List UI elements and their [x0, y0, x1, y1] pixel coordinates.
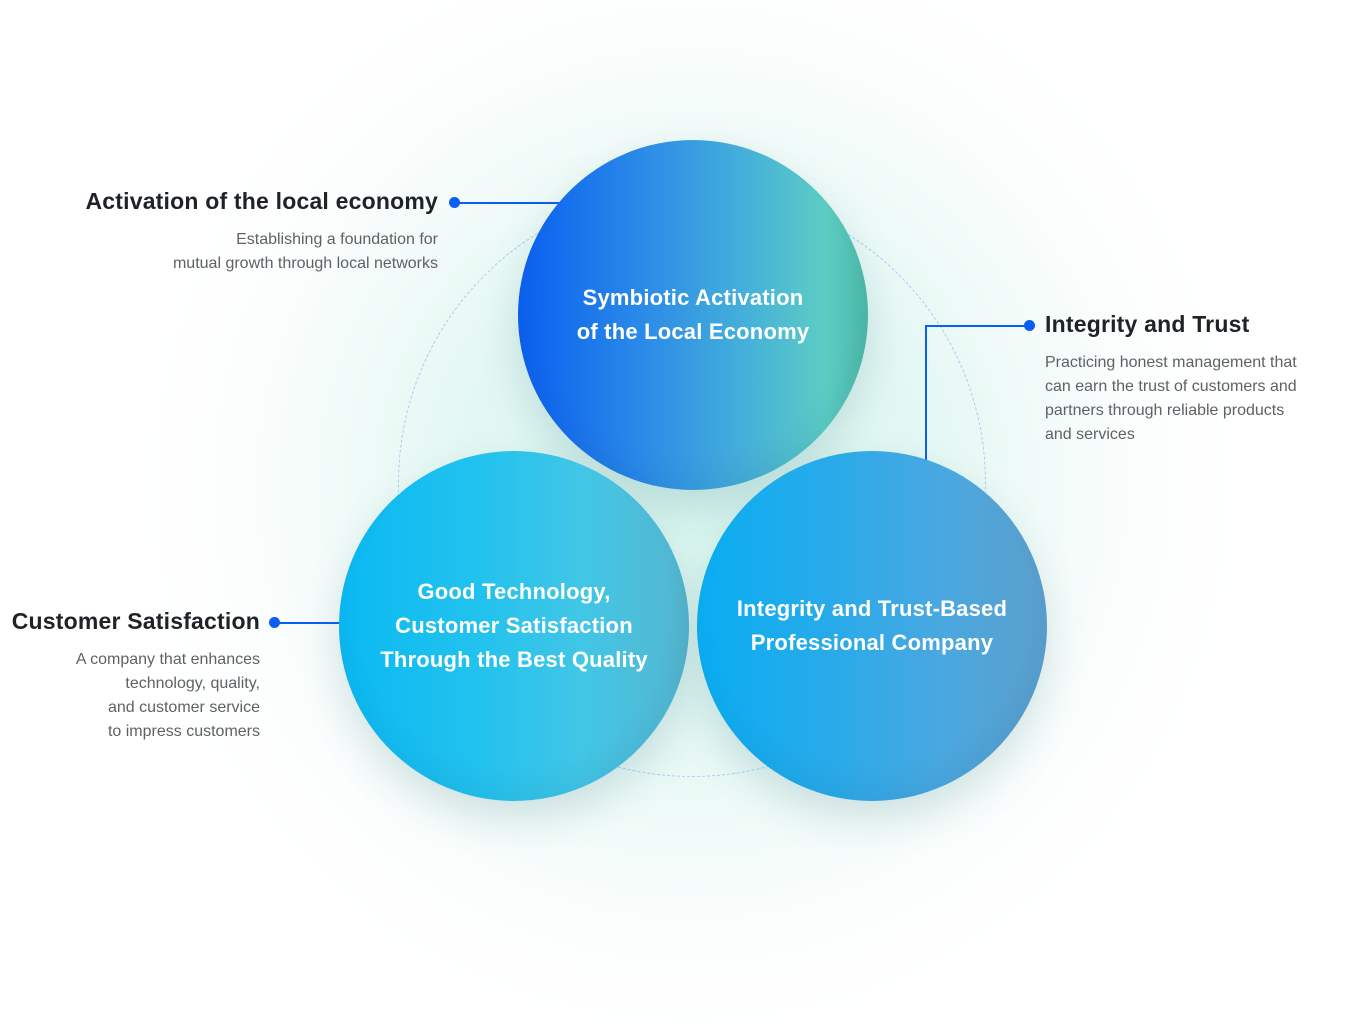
connector-dot-customer: [269, 617, 280, 628]
connector-dot-local-economy: [449, 197, 460, 208]
label-customer-title: Customer Satisfaction: [11, 608, 260, 634]
connector-dot-integrity: [1024, 320, 1035, 331]
label-customer: Customer Satisfaction A company that enh…: [12, 608, 260, 744]
label-local-economy-desc: Establishing a foundation for mutual gro…: [172, 231, 438, 272]
label-integrity: Integrity and Trust Practicing honest ma…: [1045, 311, 1297, 447]
label-local-economy: Activation of the local economy Establis…: [85, 188, 438, 276]
connector-integrity-horizontal: [925, 325, 1029, 327]
connector-customer: [275, 622, 345, 624]
label-integrity-title: Integrity and Trust: [1045, 311, 1250, 337]
connector-local-economy: [455, 202, 560, 204]
label-integrity-desc: Practicing honest management that can ea…: [1045, 354, 1297, 443]
circle-left-text: Good Technology, Customer Satisfaction T…: [380, 579, 648, 672]
circle-right-text: Integrity and Trust-Based Professional C…: [736, 596, 1008, 655]
label-local-economy-title: Activation of the local economy: [85, 188, 438, 214]
circle-good-technology: Good Technology, Customer Satisfaction T…: [339, 451, 689, 801]
circle-integrity-trust: Integrity and Trust-Based Professional C…: [697, 451, 1047, 801]
connector-integrity-vertical: [925, 325, 927, 465]
circle-symbiotic-activation: Symbiotic Activation of the Local Econom…: [518, 140, 868, 490]
label-customer-desc: A company that enhances technology, qual…: [75, 651, 260, 740]
circle-top-text: Symbiotic Activation of the Local Econom…: [576, 285, 810, 344]
